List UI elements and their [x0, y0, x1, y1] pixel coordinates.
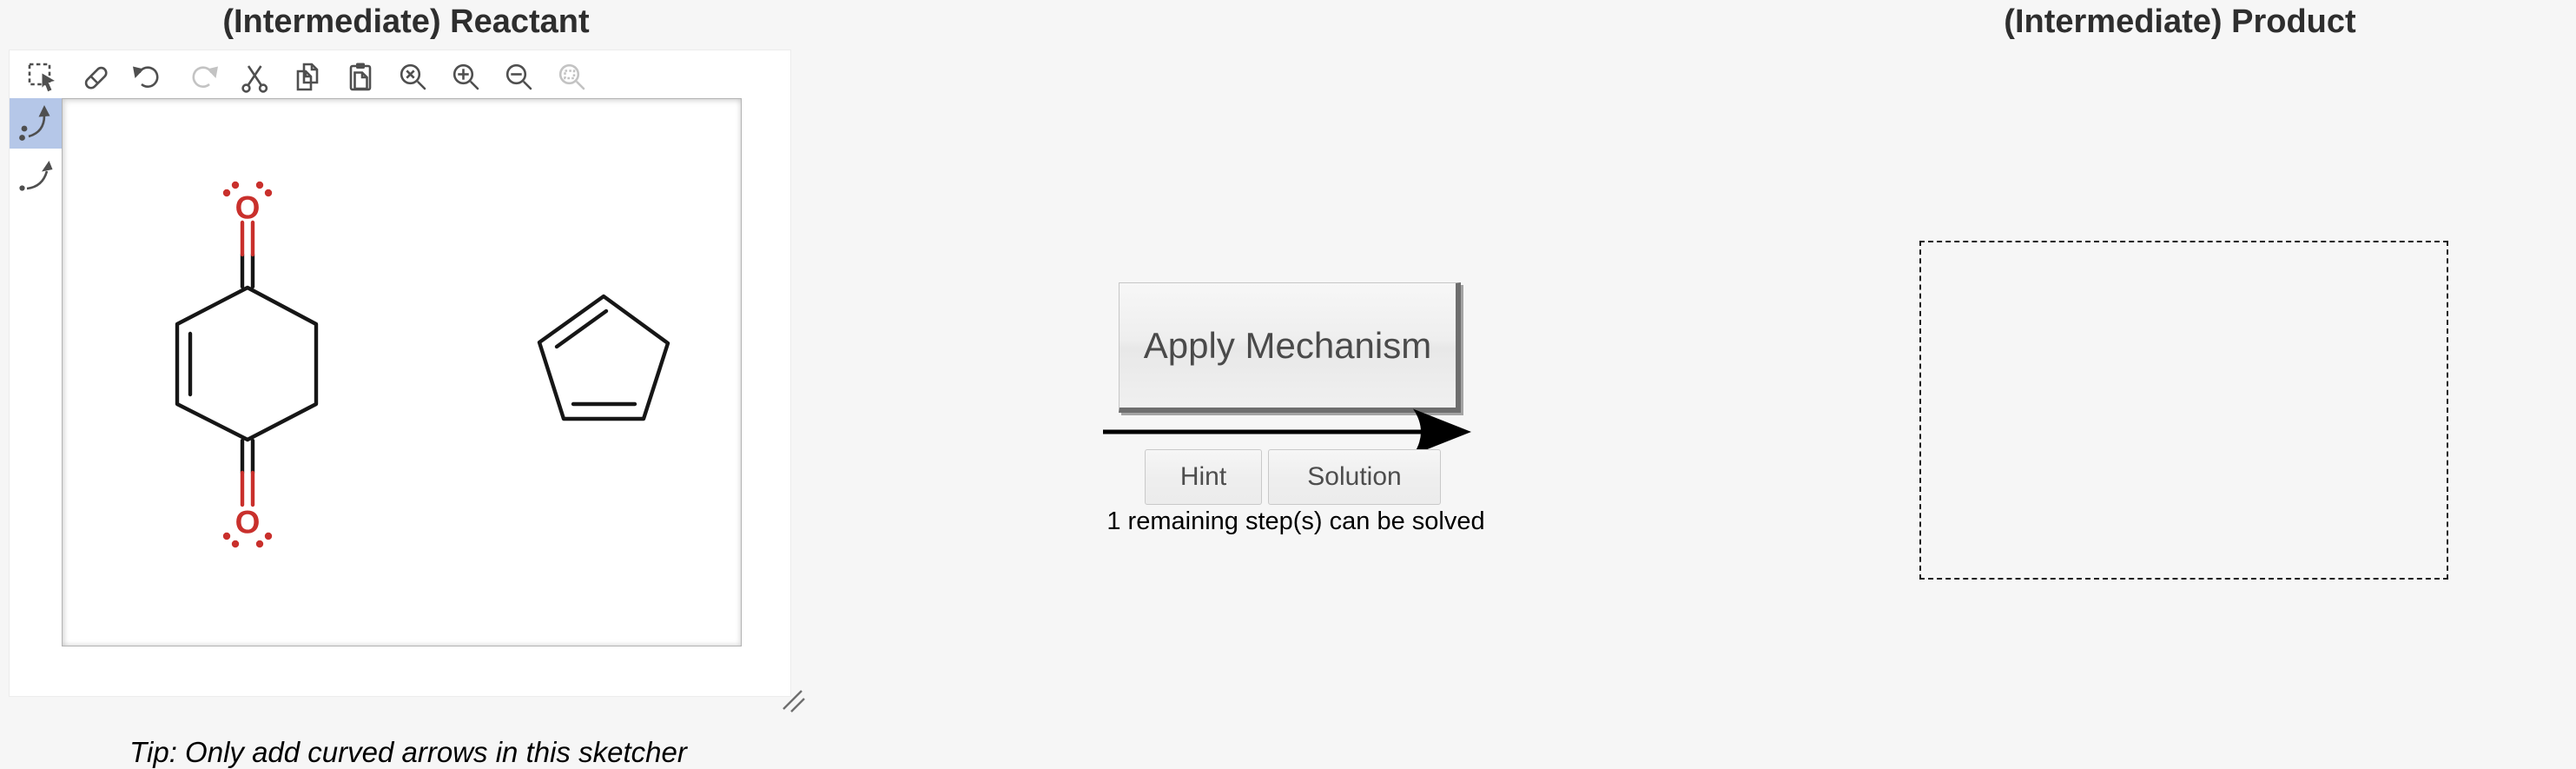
- reactant-title: (Intermediate) Reactant: [222, 3, 590, 40]
- sketcher-tip-text: Tip: Only add curved arrows in this sket…: [129, 736, 687, 768]
- sketcher-canvas[interactable]: O O: [62, 98, 742, 646]
- hint-button[interactable]: Hint: [1145, 449, 1262, 505]
- molecule-cyclohexenedione[interactable]: O O: [175, 181, 319, 548]
- single-electron-curved-arrow-tool[interactable]: [10, 149, 63, 199]
- cut-icon[interactable]: [237, 60, 273, 96]
- electron-pair-curved-arrow-tool[interactable]: [10, 98, 63, 149]
- product-title: (Intermediate) Product: [2004, 3, 2356, 40]
- molecule-cyclopentadiene[interactable]: [537, 294, 670, 421]
- solution-button[interactable]: Solution: [1268, 449, 1441, 505]
- paste-icon[interactable]: [343, 60, 379, 96]
- copy-icon[interactable]: [290, 60, 326, 96]
- redo-icon: [184, 60, 220, 96]
- oxygen-atom-label[interactable]: O: [235, 505, 261, 540]
- oxygen-atom-label[interactable]: O: [235, 190, 261, 226]
- zoom-in-icon[interactable]: [449, 60, 485, 96]
- remaining-steps-status: 1 remaining step(s) can be solved: [1106, 507, 1485, 535]
- zoom-to-selection-icon: [555, 60, 591, 96]
- eraser-icon[interactable]: [78, 60, 114, 96]
- apply-mechanism-button[interactable]: Apply Mechanism: [1119, 282, 1461, 413]
- curved-arrow-tool-column: [10, 98, 63, 199]
- sketcher-resize-handle[interactable]: [780, 687, 809, 717]
- sketcher-toolbar: [25, 60, 591, 96]
- reaction-arrow: [1103, 408, 1471, 455]
- product-drop-area: [1919, 241, 2448, 580]
- reactant-sketcher-panel: O O: [9, 50, 791, 697]
- zoom-out-icon[interactable]: [502, 60, 538, 96]
- zoom-reset-icon[interactable]: [396, 60, 432, 96]
- select-marquee-icon[interactable]: [25, 60, 61, 96]
- undo-icon[interactable]: [131, 60, 167, 96]
- reactant-molecules[interactable]: O O: [63, 99, 741, 646]
